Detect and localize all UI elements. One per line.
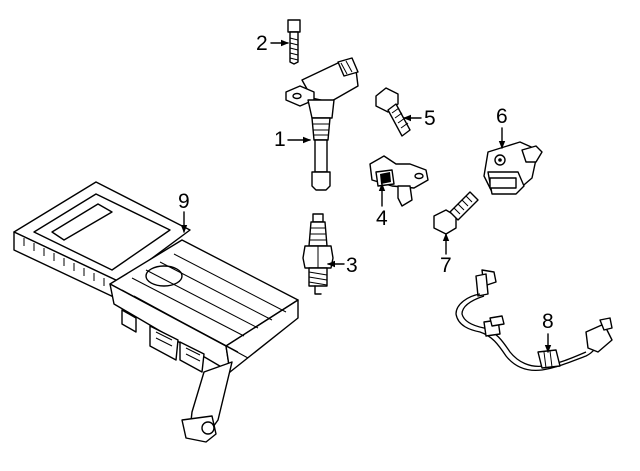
callout-8: 8 bbox=[542, 310, 554, 353]
callout-5: 5 bbox=[403, 107, 436, 130]
callout-number-6: 6 bbox=[496, 105, 508, 128]
callout-7: 7 bbox=[440, 233, 452, 277]
callout-3: 3 bbox=[327, 254, 358, 277]
callout-number-3: 3 bbox=[346, 254, 358, 277]
callout-2: 2 bbox=[256, 32, 289, 55]
callout-6: 6 bbox=[496, 105, 508, 149]
callout-number-8: 8 bbox=[542, 310, 554, 333]
wiring-harness-icon[interactable] bbox=[455, 269, 613, 372]
bolt-icon[interactable] bbox=[433, 191, 479, 235]
callout-1: 1 bbox=[274, 128, 311, 151]
callout-number-7: 7 bbox=[440, 254, 452, 277]
callout-9: 9 bbox=[178, 190, 190, 233]
callout-number-4: 4 bbox=[376, 207, 388, 230]
callout-4: 4 bbox=[376, 183, 388, 230]
ignition-coil-icon[interactable] bbox=[285, 57, 359, 191]
engine-control-module-icon[interactable] bbox=[13, 181, 299, 443]
spark-plug-icon[interactable] bbox=[302, 213, 334, 295]
bolt-icon[interactable] bbox=[375, 87, 411, 137]
knock-sensor-icon[interactable] bbox=[483, 141, 543, 195]
callout-number-5: 5 bbox=[424, 107, 436, 130]
callout-number-1: 1 bbox=[274, 128, 286, 151]
callout-number-2: 2 bbox=[256, 32, 268, 55]
camshaft-sensor-icon[interactable] bbox=[369, 155, 429, 207]
callout-number-9: 9 bbox=[178, 190, 190, 213]
bolt-icon[interactable] bbox=[287, 19, 301, 65]
